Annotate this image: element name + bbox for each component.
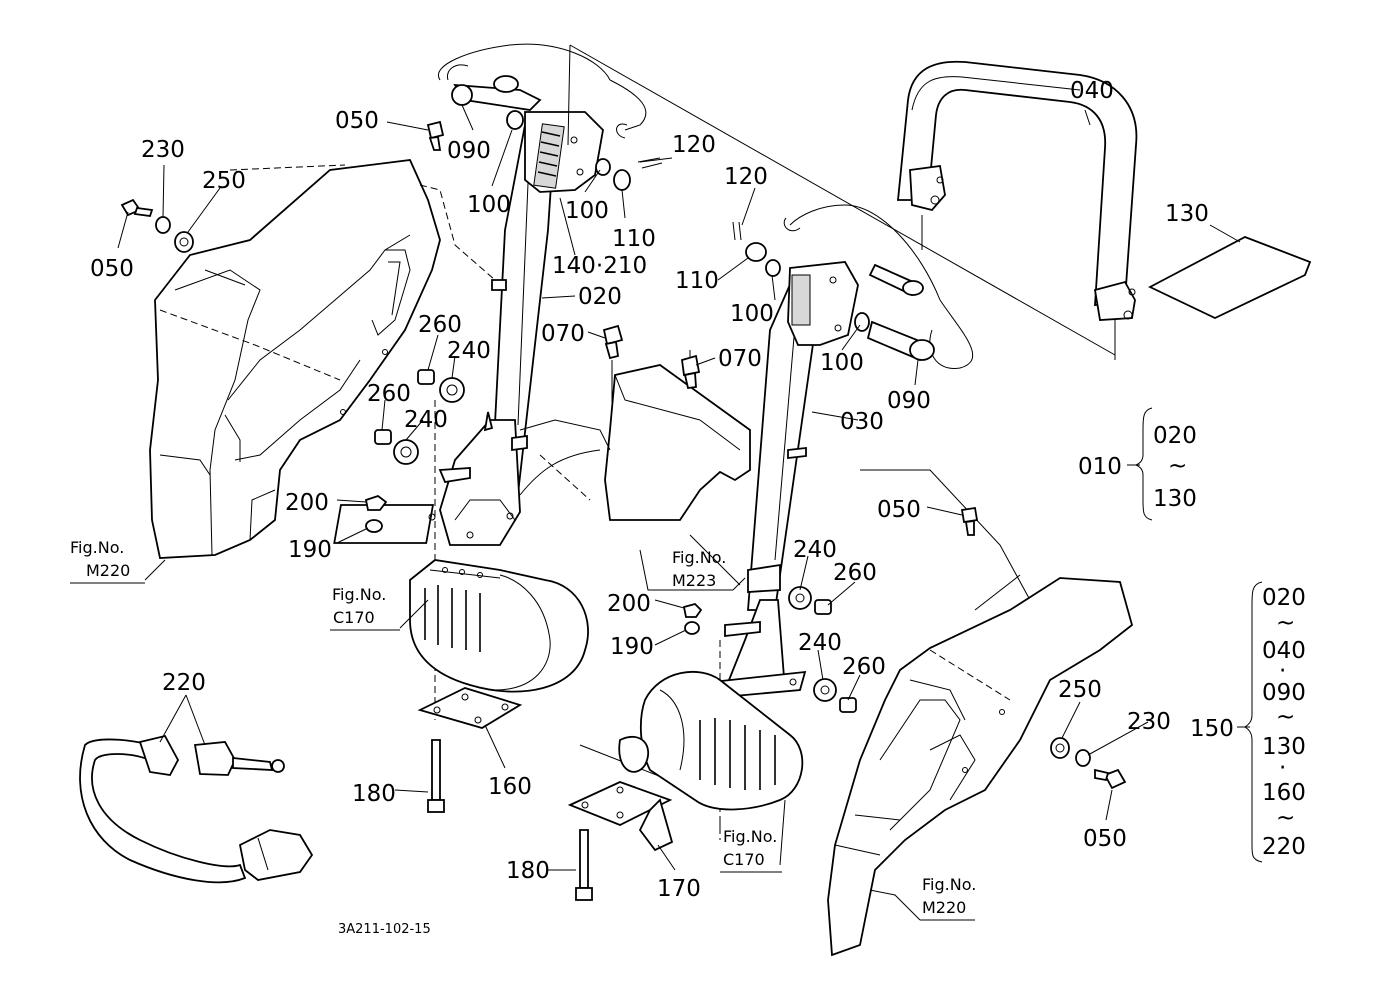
callout-230: 230 bbox=[1127, 709, 1171, 735]
left-seat-drawing bbox=[409, 559, 589, 729]
fig-reference-m223: Fig.No. M223 bbox=[639, 548, 733, 591]
svg-text:M223: M223 bbox=[672, 571, 716, 590]
svg-text:090: 090 bbox=[1262, 680, 1306, 706]
hardware-drawing bbox=[120, 120, 1127, 901]
callout-110: 110 bbox=[612, 226, 656, 252]
callout-200: 200 bbox=[285, 490, 329, 516]
svg-text:~: ~ bbox=[1276, 704, 1295, 730]
callout-200: 200 bbox=[607, 591, 651, 617]
svg-text:160: 160 bbox=[1262, 780, 1306, 806]
callout-190: 190 bbox=[288, 537, 332, 563]
right-seat-drawing bbox=[567, 671, 804, 852]
callout-170: 170 bbox=[657, 876, 701, 902]
svg-text:C170: C170 bbox=[723, 850, 765, 869]
callout-100: 100 bbox=[565, 198, 609, 224]
callout-100: 100 bbox=[730, 301, 774, 327]
svg-text:C170: C170 bbox=[333, 608, 375, 627]
callout-230: 230 bbox=[141, 137, 185, 163]
fig-reference-c170-right: Fig.No. C170 bbox=[720, 827, 782, 873]
callout-040: 040 bbox=[1070, 78, 1114, 104]
callout-140-210: 140·210 bbox=[552, 253, 647, 279]
right-pin-cable-drawing bbox=[732, 204, 974, 369]
group-010-start: 020 bbox=[1153, 423, 1197, 449]
svg-text:Fig.No.: Fig.No. bbox=[332, 585, 386, 604]
callout-100: 100 bbox=[467, 192, 511, 218]
left-fender-drawing bbox=[149, 159, 441, 559]
roll-bar-drawing bbox=[897, 60, 1138, 321]
callout-260: 260 bbox=[367, 381, 411, 407]
callout-260: 260 bbox=[833, 560, 877, 586]
decal-drawing bbox=[1147, 236, 1312, 319]
callout-240: 240 bbox=[793, 537, 837, 563]
seat-belt-drawing bbox=[79, 734, 314, 884]
fig-reference-m220-right: Fig.No. M220 bbox=[920, 875, 976, 921]
callout-labels: 050 230 250 050 090 100 100 110 120 140·… bbox=[90, 78, 1209, 902]
callout-070: 070 bbox=[541, 321, 585, 347]
callout-240: 240 bbox=[404, 407, 448, 433]
callout-180: 180 bbox=[352, 781, 396, 807]
callout-120: 120 bbox=[724, 164, 768, 190]
callout-260: 260 bbox=[418, 312, 462, 338]
callout-130: 130 bbox=[1165, 201, 1209, 227]
callout-090: 090 bbox=[447, 138, 491, 164]
drawing-code: 3A211-102-15 bbox=[338, 922, 431, 937]
group-010-label: 010 bbox=[1078, 454, 1122, 480]
fig-reference-c170-left: Fig.No. C170 bbox=[330, 585, 400, 631]
svg-text:Fig.No.: Fig.No. bbox=[70, 538, 124, 557]
svg-text:M220: M220 bbox=[922, 898, 966, 917]
callout-110: 110 bbox=[675, 268, 719, 294]
group-150-label: 150 bbox=[1190, 716, 1234, 742]
leader-lines bbox=[117, 104, 1241, 921]
callout-160: 160 bbox=[488, 774, 532, 800]
callout-100: 100 bbox=[820, 350, 864, 376]
callout-070: 070 bbox=[718, 346, 762, 372]
callout-020: 020 bbox=[578, 284, 622, 310]
callout-050: 050 bbox=[877, 497, 921, 523]
svg-text:040: 040 bbox=[1262, 638, 1306, 664]
callout-240: 240 bbox=[798, 630, 842, 656]
svg-text:~: ~ bbox=[1276, 610, 1295, 636]
callout-090: 090 bbox=[887, 388, 931, 414]
svg-text:·: · bbox=[1279, 658, 1286, 684]
fig-reference-m220-left: Fig.No. M220 bbox=[70, 538, 145, 584]
right-rops-post-drawing bbox=[711, 261, 859, 699]
left-rops-post-drawing bbox=[333, 111, 604, 546]
assembly-group-010: 010 020 ~ 130 bbox=[1078, 407, 1197, 521]
group-010-end: 130 bbox=[1153, 486, 1197, 512]
svg-text:130: 130 bbox=[1262, 734, 1306, 760]
center-housing-drawing bbox=[519, 364, 751, 521]
callout-120: 120 bbox=[672, 132, 716, 158]
right-fender-drawing bbox=[827, 577, 1134, 957]
svg-text:020: 020 bbox=[1262, 585, 1306, 611]
left-pin-cable-drawing bbox=[437, 43, 663, 191]
callout-250: 250 bbox=[202, 168, 246, 194]
svg-text:Fig.No.: Fig.No. bbox=[672, 548, 726, 567]
callout-190: 190 bbox=[610, 634, 654, 660]
callout-260: 260 bbox=[842, 654, 886, 680]
svg-text:·: · bbox=[1279, 755, 1286, 781]
callout-050: 050 bbox=[335, 108, 379, 134]
callout-220: 220 bbox=[162, 670, 206, 696]
svg-text:M220: M220 bbox=[86, 561, 130, 580]
svg-text:Fig.No.: Fig.No. bbox=[723, 827, 777, 846]
callout-030: 030 bbox=[840, 409, 884, 435]
callout-240: 240 bbox=[447, 338, 491, 364]
group-010-tilde: ~ bbox=[1168, 453, 1187, 479]
assembly-group-150: 150 020 ~ 040 · 090 ~ 130 · 160 ~ 220 bbox=[1190, 581, 1306, 863]
callout-050: 050 bbox=[90, 256, 134, 282]
svg-text:~: ~ bbox=[1276, 805, 1295, 831]
callout-180: 180 bbox=[506, 858, 550, 884]
svg-text:220: 220 bbox=[1262, 834, 1306, 860]
svg-text:Fig.No.: Fig.No. bbox=[922, 875, 976, 894]
callout-250: 250 bbox=[1058, 677, 1102, 703]
callout-050: 050 bbox=[1083, 826, 1127, 852]
